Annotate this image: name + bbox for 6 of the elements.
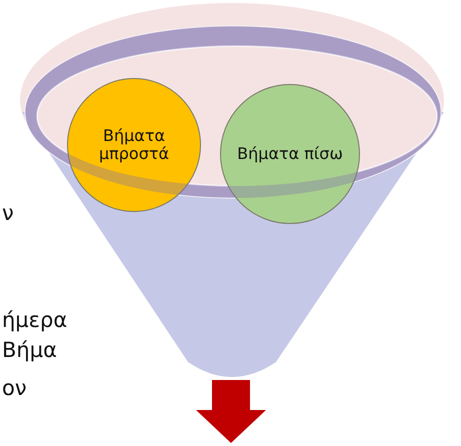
node-label: Βήματα μπροστά <box>98 126 170 164</box>
text-fragment: ν <box>2 201 14 225</box>
node-label: Βήματα πίσω <box>237 144 343 164</box>
text-fragment: ον <box>2 376 27 400</box>
text-fragment: Βήμα <box>2 338 57 362</box>
text-fragment: ήμερα <box>2 308 68 332</box>
